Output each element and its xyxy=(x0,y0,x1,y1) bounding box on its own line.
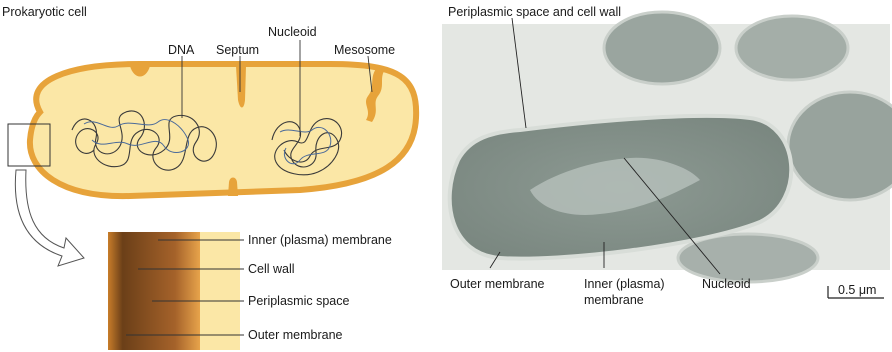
micrograph-outer-membrane-label: Outer membrane xyxy=(450,278,544,291)
inset-cytoplasm xyxy=(200,232,240,350)
inner-membrane-label: Inner (plasma) membrane xyxy=(248,234,392,247)
bg-cell-right xyxy=(788,92,892,200)
prokaryotic-cell-diagram xyxy=(8,40,416,350)
micrograph-nucleoid-label: Nucleoid xyxy=(702,278,751,291)
cell-wall-label: Cell wall xyxy=(248,263,295,276)
scale-bar-label: 0.5 μm xyxy=(838,283,876,297)
mesosome-label: Mesosome xyxy=(334,44,395,57)
micrograph-inner-membrane-label-2: membrane xyxy=(584,294,644,307)
septum-label: Septum xyxy=(216,44,259,57)
periplasm-wall-label: Periplasmic space and cell wall xyxy=(448,6,621,19)
periplasmic-space-label: Periplasmic space xyxy=(248,295,349,308)
cell-outline xyxy=(30,64,416,196)
septum-bottom xyxy=(228,178,238,197)
micrograph xyxy=(442,12,892,298)
nucleoid-label: Nucleoid xyxy=(268,26,317,39)
micrograph-inner-membrane-label-1: Inner (plasma) xyxy=(584,278,665,291)
left-panel-title: Prokaryotic cell xyxy=(2,6,87,19)
outer-membrane-label: Outer membrane xyxy=(248,329,342,342)
bg-cell-top-1 xyxy=(604,12,720,84)
dna-label: DNA xyxy=(168,44,194,57)
bg-cell-top-2 xyxy=(736,16,848,80)
